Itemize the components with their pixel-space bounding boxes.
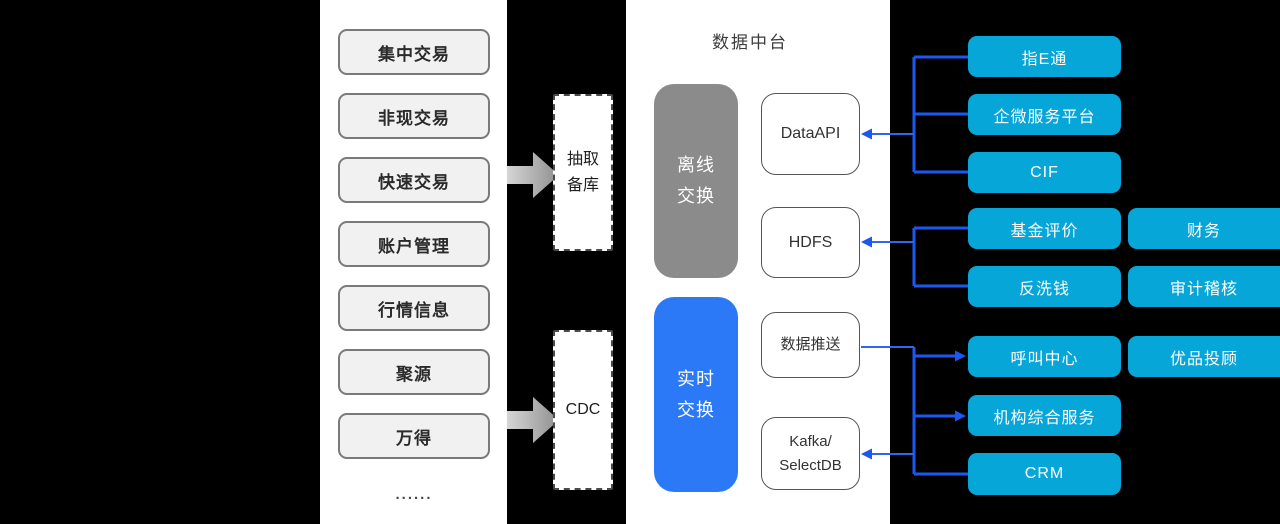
consumer-box-audit: 审计稽核 <box>1128 266 1280 307</box>
source-label: 万得 <box>396 428 432 448</box>
source-box-jizhongjiaoyi: 集中交易 <box>338 29 490 75</box>
data-push-label: 数据推送 <box>780 336 841 353</box>
data-platform-title: 数据中台 <box>712 33 788 52</box>
source-label: 行情信息 <box>378 300 450 320</box>
consumer-label: 呼叫中心 <box>1010 350 1079 368</box>
source-box-kuaisujiaoyi: 快速交易 <box>338 157 490 203</box>
kafka-selectdb-box: Kafka/ SelectDB <box>761 417 860 490</box>
offline-exchange-box: 离线 交换 <box>654 84 738 278</box>
source-box-feixianjiaoyi: 非现交易 <box>338 93 490 139</box>
source-label: 账户管理 <box>378 236 450 256</box>
consumer-box-crm: CRM <box>968 453 1121 495</box>
realtime-label-line1: 实时 <box>677 368 715 389</box>
arrowhead-into-institution-services <box>955 410 966 422</box>
consumer-box-anti-money-laundering: 反洗钱 <box>968 266 1121 307</box>
consumer-label: 财务 <box>1186 222 1221 240</box>
consumer-label: 指E通 <box>1021 50 1068 68</box>
consumer-box-fund-rating: 基金评价 <box>968 208 1121 249</box>
kafka-label-line2: SelectDB <box>779 456 842 474</box>
consumer-box-institution-services: 机构综合服务 <box>968 395 1121 436</box>
source-box-zhanghuguanli: 账户管理 <box>338 221 490 267</box>
consumer-box-qiwei-platform: 企微服务平台 <box>968 94 1121 135</box>
source-box-juyuan: 聚源 <box>338 349 490 395</box>
source-label: 快速交易 <box>378 172 450 192</box>
cdc-label: CDC <box>565 401 601 418</box>
extract-backup-db-box: 抽取 备库 <box>553 94 613 251</box>
source-label: 非现交易 <box>378 108 450 128</box>
consumer-box-youpin-advisory: 优品投顾 <box>1128 336 1280 377</box>
flow-arrow-icon <box>507 152 559 198</box>
hdfs-label: HDFS <box>788 233 833 251</box>
consumer-label: CRM <box>1024 465 1065 482</box>
realtime-label-line2: 交换 <box>677 399 715 420</box>
flow-arrow-icon <box>507 397 559 443</box>
consumer-label: 反洗钱 <box>1018 280 1070 298</box>
kafka-label-line1: Kafka/ <box>789 432 832 450</box>
source-label: 聚源 <box>396 364 432 384</box>
offline-label-line1: 离线 <box>677 155 715 175</box>
source-box-hangqingxinxi: 行情信息 <box>338 285 490 331</box>
consumer-label: CIF <box>1030 163 1059 181</box>
consumer-label: 基金评价 <box>1010 222 1079 240</box>
extract-label-line2: 备库 <box>566 176 599 194</box>
dataapi-label: DataAPI <box>780 125 841 142</box>
realtime-exchange-box: 实时 交换 <box>654 297 738 492</box>
data-push-box: 数据推送 <box>761 312 860 378</box>
sources-ellipsis: ...... <box>395 486 433 503</box>
dataapi-box: DataAPI <box>761 93 860 175</box>
offline-label-line2: 交换 <box>677 186 715 206</box>
consumer-box-cif: CIF <box>968 152 1121 193</box>
source-label: 集中交易 <box>378 44 450 64</box>
extract-label-line1: 抽取 <box>566 150 599 168</box>
consumer-label: 优品投顾 <box>1169 350 1238 368</box>
hdfs-box: HDFS <box>761 207 860 278</box>
source-box-wande: 万得 <box>338 413 490 459</box>
consumer-box-call-center: 呼叫中心 <box>968 336 1121 377</box>
consumer-box-finance: 财务 <box>1128 208 1280 249</box>
consumer-label: 审计稽核 <box>1169 280 1238 298</box>
consumer-label: 企微服务平台 <box>993 108 1096 126</box>
consumer-label: 机构综合服务 <box>993 409 1096 427</box>
consumer-box-zhietong: 指E通 <box>968 36 1121 77</box>
cdc-box: CDC <box>553 330 613 490</box>
arrowhead-into-callcenter <box>955 350 966 362</box>
